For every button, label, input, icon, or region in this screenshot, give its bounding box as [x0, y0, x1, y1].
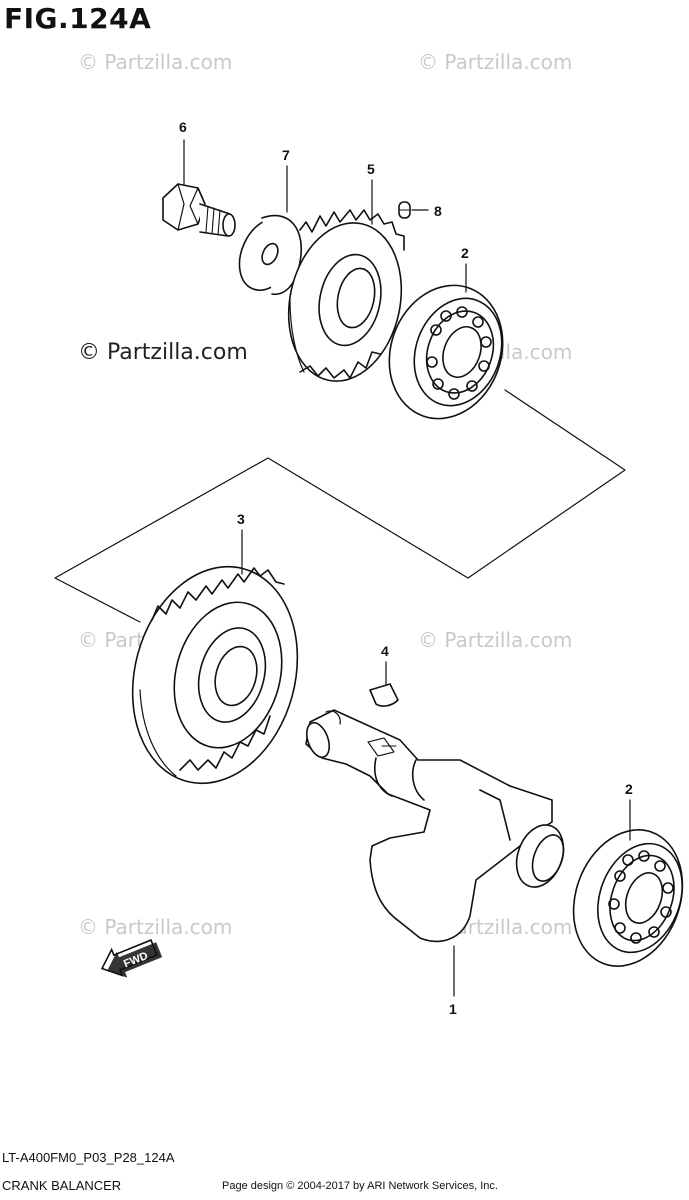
callout-5: 5 [367, 161, 375, 177]
callout-7: 7 [282, 147, 290, 163]
watermark: © Partzilla.com [78, 915, 233, 939]
figure-name: CRANK BALANCER [2, 1178, 122, 1193]
fwd-arrow-icon: FWD [100, 939, 163, 978]
figure-title: FIG.124A [4, 2, 152, 35]
callout-2-upper: 2 [461, 245, 469, 261]
part-7-washer [238, 214, 302, 295]
part-4-key [369, 683, 399, 707]
callout-1: 1 [449, 1001, 457, 1017]
watermark: © Partzilla.com [78, 340, 248, 365]
part-6-bolt [162, 183, 236, 237]
watermark: © Partzilla.com [418, 50, 573, 74]
part-2-bearing-lower [572, 829, 684, 967]
figure-code: LT-A400FM0_P03_P28_124A [2, 1150, 175, 1165]
callout-2-lower: 2 [625, 781, 633, 797]
callout-4: 4 [381, 643, 389, 659]
callout-8: 8 [434, 203, 442, 219]
callout-6: 6 [179, 119, 187, 135]
watermark: © Partzilla.com [78, 50, 233, 74]
part-5-gear [287, 209, 405, 382]
part-8-pin [398, 201, 411, 219]
page-credit: Page design © 2004-2017 by ARI Network S… [222, 1180, 498, 1192]
assembly-guide-line [54, 389, 626, 623]
part-1-balancer-shaft [305, 709, 565, 943]
part-2-bearing-upper [388, 284, 504, 420]
callout-3: 3 [237, 511, 245, 527]
part-3-gear [131, 565, 299, 785]
watermark: © Partzilla.com [418, 628, 573, 652]
